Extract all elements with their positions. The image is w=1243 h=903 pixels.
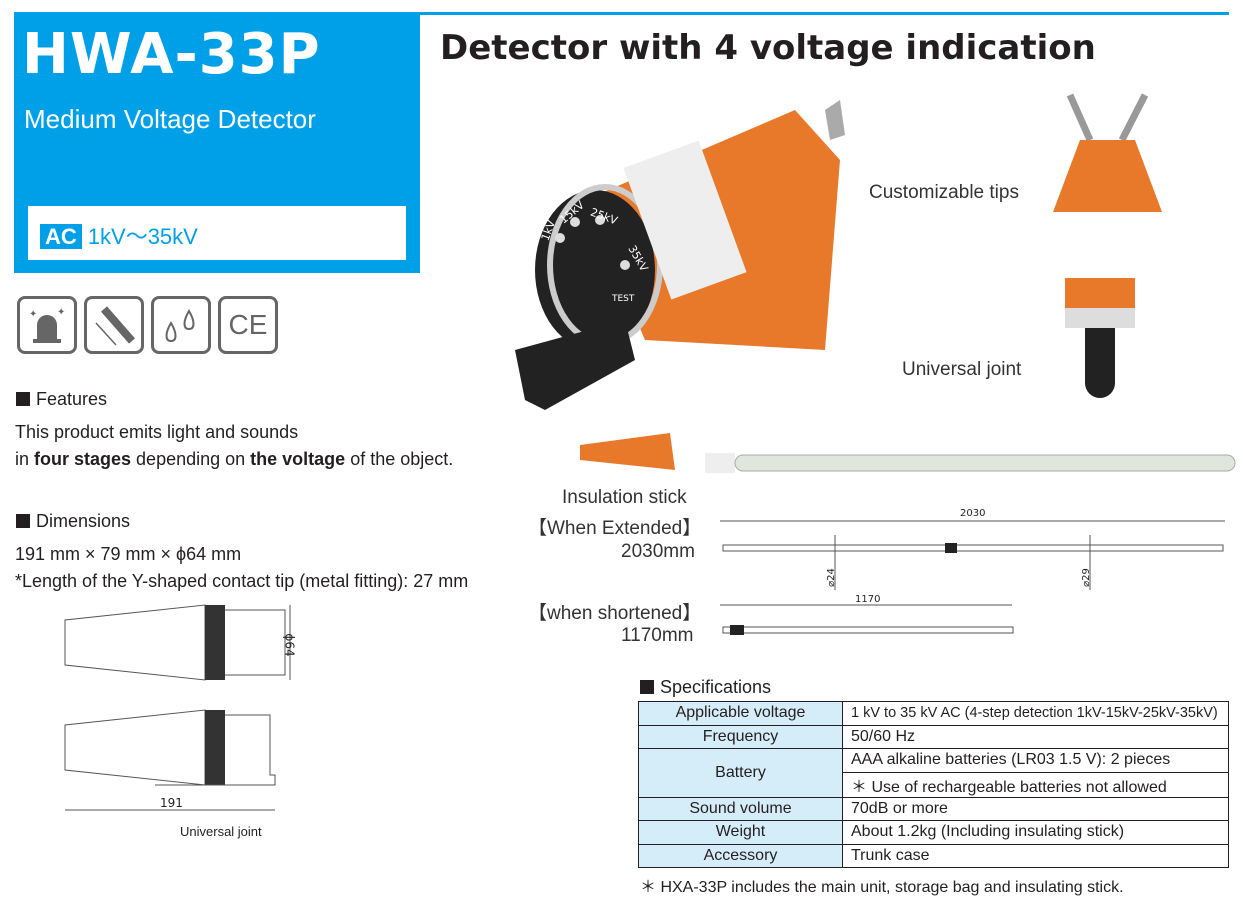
tips-photo — [1053, 93, 1162, 212]
tips-callout: Customizable tips — [869, 182, 1019, 203]
detector-photo — [515, 100, 845, 410]
features-line: in four stages depending on the voltage … — [15, 449, 454, 469]
spec-value: Trunk case — [842, 843, 1229, 868]
dimensions-note: *Length of the Y-shaped contact tip (met… — [15, 571, 469, 591]
dimensions-text: 191 mm × 79 mm × ϕ64 mm *Length of the Y… — [15, 541, 468, 595]
svg-text:✦: ✦ — [57, 307, 65, 318]
range-text: 1kV〜35kV — [87, 224, 198, 249]
spec-value: 1 kV to 35 kV AC (4-step detection 1kV-1… — [842, 701, 1229, 726]
spec-key: Battery — [638, 748, 843, 798]
beacon-light-icon: ✦✦ — [17, 296, 77, 354]
ce-mark-icon: CE — [218, 296, 278, 354]
headline: Detector with 4 voltage indication — [440, 28, 1096, 68]
spec-key: Accessory — [638, 843, 843, 868]
specs-heading: Specifications — [640, 677, 771, 698]
test-button: TEST — [612, 294, 635, 304]
diameter-label: ϕ64 — [282, 633, 297, 657]
model-name: HWA-33P — [22, 22, 321, 87]
top-rule — [14, 12, 1229, 15]
length-label: 191 — [160, 796, 183, 810]
features-heading: Features — [16, 389, 107, 410]
dimension-drawing — [64, 604, 291, 811]
stick-shortened-label: 【when shortened】 — [528, 603, 702, 624]
features-text: This product emits light and sounds in f… — [15, 419, 453, 473]
stick-drawing — [720, 520, 1225, 635]
spec-value: ＊ Use of rechargeable batteries not allo… — [842, 771, 1229, 798]
joint-callout: Universal joint — [902, 359, 1022, 380]
specs-footnote: ＊ HXA-33P includes the main unit, storag… — [640, 879, 1124, 896]
dim-d24: ⌀24 — [825, 568, 837, 587]
stick-length-icon — [84, 296, 144, 354]
spec-value: About 1.2kg (Including insulating stick) — [842, 820, 1229, 845]
spec-key: Weight — [638, 820, 843, 845]
dim-shortened: 1170 — [855, 594, 881, 605]
universal-joint-drawing-label: Universal joint — [180, 824, 262, 839]
stick-extended-label: 【When Extended】 — [528, 518, 702, 539]
dim-extended: 2030 — [960, 508, 986, 519]
stick-title: Insulation stick — [562, 487, 687, 508]
spec-value: AAA alkaline batteries (LR03 1.5 V): 2 p… — [842, 748, 1229, 773]
features-line: This product emits light and sounds — [15, 422, 299, 442]
dimensions-heading: Dimensions — [16, 511, 130, 532]
table-row: ＊ Use of rechargeable batteries not allo… — [639, 771, 1229, 798]
water-drops-icon — [151, 296, 211, 354]
dim-d29: ⌀29 — [1080, 568, 1092, 587]
stick-extended-length: 2030mm — [621, 541, 695, 562]
spec-value: 50/60 Hz — [842, 724, 1229, 749]
dimensions-size: 191 mm × 79 mm × ϕ64 mm — [15, 544, 242, 564]
spec-key: Sound volume — [638, 796, 843, 821]
svg-text:✦: ✦ — [29, 309, 37, 320]
joint-photo — [1065, 278, 1135, 398]
spec-value: 70dB or more — [842, 796, 1229, 821]
spec-key: Frequency — [638, 724, 843, 749]
product-subtitle: Medium Voltage Detector — [24, 104, 316, 134]
ac-badge: AC — [40, 224, 82, 249]
stick-shortened-length: 1170mm — [621, 625, 694, 646]
spec-key: Applicable voltage — [638, 701, 843, 726]
stick-photo — [580, 433, 1236, 473]
